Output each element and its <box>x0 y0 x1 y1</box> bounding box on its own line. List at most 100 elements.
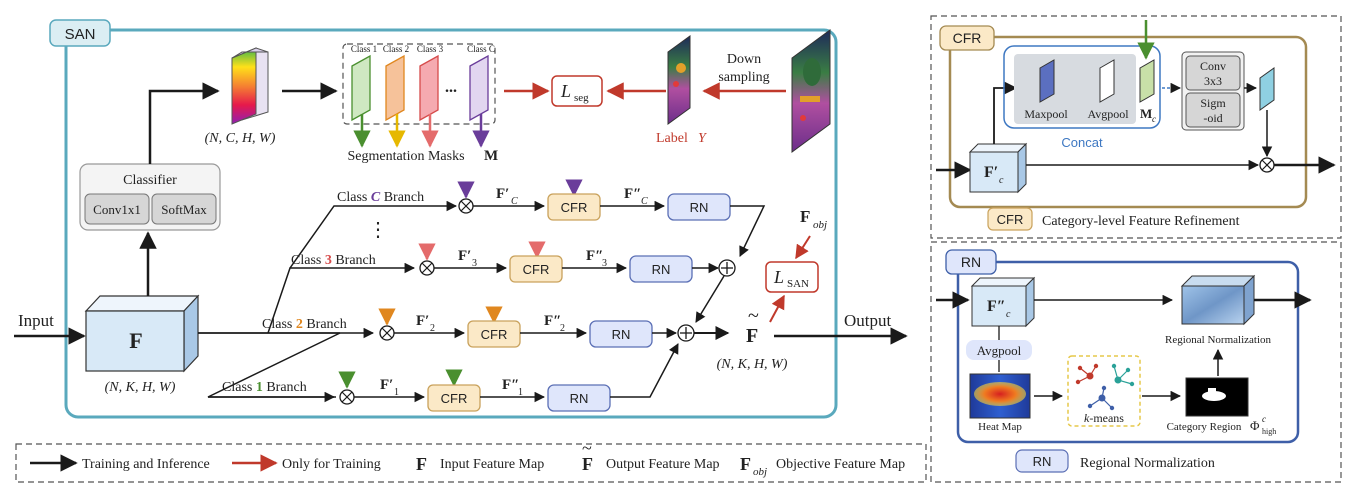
mask-dots: ... <box>445 79 457 96</box>
fdprime-3-sub: 3 <box>602 258 607 269</box>
conv1x1-label: Conv1x1 <box>93 202 141 217</box>
seg-masks-box <box>342 43 496 125</box>
label-y-image <box>667 35 691 125</box>
output-feature-symbol: F <box>746 325 758 347</box>
regional-normalization-label: Regional Normalization <box>1165 334 1271 346</box>
san-panel <box>64 28 838 419</box>
rn-2-label: RN <box>612 327 631 342</box>
cfr-panel-tag-label: CFR <box>953 30 982 46</box>
cfr-caption-tag-label: CFR <box>997 212 1024 227</box>
fprime-3: F′ <box>458 248 471 264</box>
concat-label: Concat <box>1061 135 1103 150</box>
heat-map-image <box>969 373 1031 419</box>
rn-box <box>547 384 611 412</box>
regional-normalization-cube <box>1180 274 1256 326</box>
segmentation-image <box>791 29 831 153</box>
cfr-panel-border <box>930 15 1342 239</box>
branch-1-row <box>338 343 679 412</box>
loss-san-sub: SAN <box>787 278 809 290</box>
fdprime-1-sub: 1 <box>518 387 523 398</box>
input-feature-cube <box>84 294 200 373</box>
loss-seg-sub: seg <box>574 92 589 104</box>
label-y-word: Label <box>656 131 688 146</box>
legend-F-tilde: ~ <box>582 438 592 458</box>
fc-prime-sub: c <box>999 175 1004 186</box>
attention-map-slab <box>1259 67 1275 111</box>
branch-2-row <box>378 306 730 348</box>
legend-input-fm: Input Feature Map <box>440 457 544 472</box>
conv3x3-line2: 3x3 <box>1204 74 1222 88</box>
cfr-caption-tag <box>987 207 1033 231</box>
down-sampling-line1: Down <box>727 52 761 67</box>
sigmoid-line1: Sigm <box>1200 96 1226 110</box>
cfr-2-label: CFR <box>481 327 508 342</box>
mask-class1 <box>351 54 371 122</box>
conv1x1-box <box>84 193 150 225</box>
fdprime-2-sub: 2 <box>560 323 565 334</box>
fc-dprime-sub: c <box>1006 309 1011 320</box>
fdprime-C: F″ <box>624 186 641 202</box>
sigmoid-line2: -oid <box>1203 111 1222 125</box>
seg-masks-symbol: M <box>484 148 498 164</box>
legend-Ftilde-symbol: F <box>582 454 593 474</box>
fdprime-1: F″ <box>502 377 519 393</box>
mc-slab <box>1139 59 1155 103</box>
cfr-panel <box>948 35 1308 209</box>
legend-Fobj-symbol: F <box>740 454 751 474</box>
fprime-2-sub: 2 <box>430 323 435 334</box>
softmax-label: SoftMax <box>161 202 207 217</box>
cfr-1-label: CFR <box>441 391 468 406</box>
seg-masks-label: Segmentation Masks <box>347 149 464 164</box>
avgpool-slab <box>1099 59 1115 103</box>
mask-classC <box>469 54 489 122</box>
fdprime-C-sub: C <box>641 196 648 207</box>
fc-dprime-cube <box>970 276 1036 328</box>
phi-sup: c <box>1262 414 1266 424</box>
cfr-caption: Category-level Feature Refinement <box>1042 214 1240 229</box>
conv3x3-line1: Conv <box>1200 59 1226 73</box>
f-obj-symbol: F <box>800 207 810 226</box>
fdprime-2: F″ <box>544 313 561 329</box>
cfr-box <box>509 255 563 283</box>
kmeans-label: k-means <box>1084 411 1124 425</box>
stack-dims: (N, C, H, W) <box>205 131 276 146</box>
loss-san-L: L <box>773 267 784 287</box>
conv3x3-box <box>1185 55 1241 91</box>
mask-class1-label: Class 1 <box>351 44 377 54</box>
rn-box <box>629 255 693 283</box>
output-feature-dims: (N, K, H, W) <box>717 357 788 372</box>
rn-avgpool-label: Avgpool <box>977 343 1022 358</box>
fprime-1: F′ <box>380 377 393 393</box>
sigmoid-box <box>1185 92 1241 128</box>
mask-classC-label: Class C <box>467 44 495 54</box>
san-tag <box>49 19 111 47</box>
legend-only-training: Only for Training <box>282 457 381 472</box>
fprime-3-sub: 3 <box>472 258 477 269</box>
legend-Fobj-sub: obj <box>753 466 767 478</box>
branch-C-label: Class C Branch <box>337 190 424 205</box>
label-y-symbol: Y <box>698 131 708 146</box>
branch-1-label: Class 1 Branch <box>222 380 307 395</box>
rn-caption-tag <box>1015 449 1069 473</box>
rn-box <box>589 320 653 348</box>
cfr-C-label: CFR <box>561 200 588 215</box>
kmeans-cluster-icon <box>1075 363 1135 411</box>
cfr-3-label: CFR <box>523 262 550 277</box>
fprime-C-sub: C <box>511 196 518 207</box>
rn-1-label: RN <box>570 391 589 406</box>
input-label: Input <box>18 311 54 330</box>
loss-san-box <box>765 261 819 293</box>
mask-class3 <box>419 54 439 122</box>
rn-C-label: RN <box>690 200 709 215</box>
maxpool-slab <box>1039 59 1055 103</box>
legend-output-fm: Output Feature Map <box>606 457 720 472</box>
category-region-label: Category Region <box>1167 421 1242 433</box>
phi-sub: high <box>1262 427 1276 436</box>
fc-dprime-label: F″ <box>987 298 1006 315</box>
mc-sub: c <box>1152 114 1156 124</box>
san-tag-label: SAN <box>65 26 96 43</box>
fdprime-3: F″ <box>586 248 603 264</box>
down-sampling-line2: sampling <box>718 70 769 85</box>
rn-panel <box>956 260 1300 444</box>
